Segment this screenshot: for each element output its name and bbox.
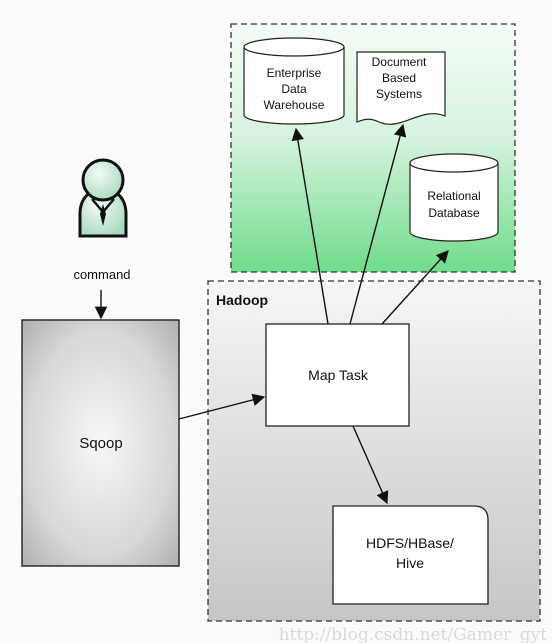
relational-db-line-1: Relational: [427, 189, 480, 203]
relational-db-line-2: Database: [428, 206, 480, 220]
hdfs-line-2: Hive: [396, 555, 424, 571]
enterprise-dw-line-2: Data: [281, 82, 307, 96]
command-label: command: [73, 267, 130, 282]
relational-db-cylinder-top: [409, 153, 499, 173]
enterprise-dw-cylinder-top: [243, 37, 345, 57]
enterprise-dw-line-3: Warehouse: [264, 98, 325, 112]
user-head: [81, 158, 125, 202]
arrows: [94, 123, 449, 505]
hdfs-line-1: HDFS/HBase/: [366, 535, 454, 551]
arrow-map-task-to-document-systems: [349, 123, 407, 325]
map-task-label: Map Task: [308, 367, 369, 383]
user-person-icon: [78, 158, 128, 238]
enterprise-dw-cylinder-body: [243, 47, 345, 125]
sqoop-label: Sqoop: [79, 435, 122, 452]
enterprise-dw-line-1: Enterprise: [267, 66, 322, 80]
document-systems-line-2: Based: [382, 71, 416, 85]
hdfs-hbase-hive-box: [332, 505, 489, 605]
document-based-systems: Document Based Systems: [356, 51, 446, 125]
document-systems-line-1: Document: [372, 55, 427, 69]
enterprise-data-warehouse: Enterprise Data Warehouse: [243, 37, 345, 125]
arrow-sqoop-to-map-task: [178, 393, 266, 420]
arrow-map-task-to-enterprise-dw: [291, 127, 329, 325]
document-shape: [356, 51, 446, 125]
arrow-map-task-to-relational-db: [381, 250, 449, 325]
user-tie: [100, 204, 106, 226]
watermark-url: http://blog.csdn.net/Gamer_gyt: [279, 625, 548, 643]
relational-database: Relational Database: [409, 153, 499, 242]
map-task-box: [265, 323, 410, 427]
document-systems-line-3: Systems: [376, 87, 422, 101]
hadoop-title: Hadoop: [216, 292, 268, 308]
relational-db-cylinder-body: [409, 163, 499, 242]
arrow-map-task-to-hdfs: [352, 425, 389, 505]
sqoop-box: [21, 319, 180, 567]
